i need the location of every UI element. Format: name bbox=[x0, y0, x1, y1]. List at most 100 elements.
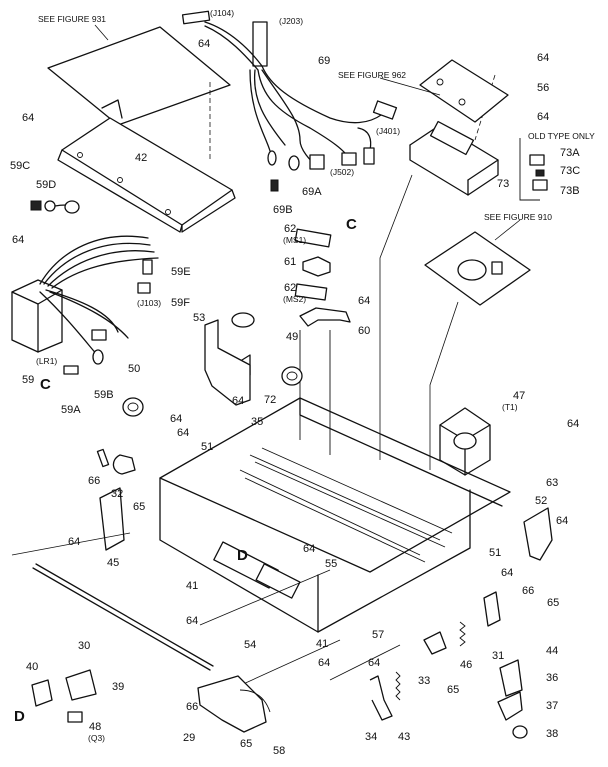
part-label-64: 64 bbox=[537, 111, 549, 123]
part-label-65: 65 bbox=[133, 501, 145, 513]
callout-c-left: C bbox=[40, 376, 51, 393]
part-label-61: 61 bbox=[284, 256, 296, 268]
part-label-64: 64 bbox=[12, 234, 24, 246]
part-label-64: 64 bbox=[177, 427, 189, 439]
part-label-58: 58 bbox=[273, 745, 285, 757]
part-label-73: 73 bbox=[497, 178, 509, 190]
part-label-66: 66 bbox=[186, 701, 198, 713]
ref-see-figure-910: SEE FIGURE 910 bbox=[484, 212, 552, 222]
part-label-63: 63 bbox=[546, 477, 558, 489]
part-label-73b: 73B bbox=[560, 185, 580, 197]
part-label-64: 64 bbox=[318, 657, 330, 669]
part-label-44: 44 bbox=[546, 645, 558, 657]
label-j502: (J502) bbox=[330, 167, 354, 177]
part-label-59a: 59A bbox=[61, 404, 81, 416]
label-ms2: (MS2) bbox=[283, 294, 306, 304]
part-label-64: 64 bbox=[22, 112, 34, 124]
label-j401: (J401) bbox=[376, 126, 400, 136]
part-label-72: 72 bbox=[264, 394, 276, 406]
board-910 bbox=[424, 219, 531, 306]
part-label-59b: 59B bbox=[94, 389, 114, 401]
part-label-65: 65 bbox=[447, 684, 459, 696]
part-label-60: 60 bbox=[358, 325, 370, 337]
part-label-31: 31 bbox=[492, 650, 504, 662]
part-label-59: 59 bbox=[22, 374, 34, 386]
part-label-73a: 73A bbox=[560, 147, 580, 159]
switch-59c-59d bbox=[30, 200, 80, 214]
part-label-64: 64 bbox=[501, 567, 513, 579]
part-label-64: 64 bbox=[567, 418, 579, 430]
bracket-52 bbox=[523, 507, 553, 561]
part-label-33: 33 bbox=[418, 675, 430, 687]
part-label-64: 64 bbox=[186, 615, 198, 627]
part-label-65: 65 bbox=[240, 738, 252, 750]
part-label-48: 48 bbox=[89, 721, 101, 733]
mounting-plate-42 bbox=[57, 99, 236, 233]
part-label-65: 65 bbox=[547, 597, 559, 609]
label-j203: (J203) bbox=[279, 16, 303, 26]
bracket-29 bbox=[197, 675, 271, 733]
part-label-64: 64 bbox=[368, 657, 380, 669]
part-label-51: 51 bbox=[489, 547, 501, 559]
part-label-35: 35 bbox=[251, 416, 263, 428]
bushing-50 bbox=[122, 397, 144, 417]
part-label-32: 32 bbox=[111, 488, 123, 500]
lever-34 bbox=[369, 671, 401, 721]
part-label-57: 57 bbox=[372, 629, 384, 641]
label-ms1: (MS1) bbox=[283, 235, 306, 245]
microswitch-62-61 bbox=[294, 228, 332, 301]
part-label-34: 34 bbox=[365, 731, 377, 743]
mechanism-right bbox=[423, 591, 528, 739]
part-label-73c: 73C bbox=[560, 165, 580, 177]
ref-see-figure-962: SEE FIGURE 962 bbox=[338, 70, 406, 80]
label-j104: (J104) bbox=[210, 8, 234, 18]
part-label-59c: 59C bbox=[10, 160, 30, 172]
part-label-59f: 59F bbox=[171, 297, 190, 309]
label-lr1: (LR1) bbox=[36, 356, 57, 366]
parts-40-39-48 bbox=[31, 669, 97, 723]
part-label-59e: 59E bbox=[171, 266, 191, 278]
wiring-harness-69 bbox=[181, 10, 398, 192]
shaft-30 bbox=[11, 532, 341, 691]
part-label-64: 64 bbox=[537, 52, 549, 64]
bracket-60 bbox=[299, 307, 351, 327]
callout-d-bottom: D bbox=[14, 708, 25, 725]
part-label-41: 41 bbox=[316, 638, 328, 650]
part-label-64: 64 bbox=[556, 515, 568, 527]
part-label-69: 69 bbox=[318, 55, 330, 67]
bracket-53 bbox=[204, 319, 251, 406]
ref-see-figure-931: SEE FIGURE 931 bbox=[38, 14, 106, 24]
clip-32 bbox=[96, 448, 136, 475]
part-label-55: 55 bbox=[325, 558, 337, 570]
ref-old-type-only: OLD TYPE ONLY bbox=[528, 131, 595, 141]
part-label-69a: 69A bbox=[302, 186, 322, 198]
part-label-50: 50 bbox=[128, 363, 140, 375]
circuit-board-931 bbox=[47, 24, 231, 126]
circuit-board-962 bbox=[379, 59, 509, 196]
label-j103: (J103) bbox=[137, 298, 161, 308]
part-label-41: 41 bbox=[186, 580, 198, 592]
part-label-37: 37 bbox=[546, 700, 558, 712]
transformer-t1 bbox=[439, 407, 491, 476]
part-label-59d: 59D bbox=[36, 179, 56, 191]
connector-59e-59f bbox=[137, 259, 153, 294]
part-label-69b: 69B bbox=[273, 204, 293, 216]
part-label-62: 62 bbox=[284, 223, 296, 235]
part-label-30: 30 bbox=[78, 640, 90, 652]
old-type-parts-73 bbox=[519, 138, 548, 201]
part-label-42: 42 bbox=[135, 152, 147, 164]
part-label-52: 52 bbox=[535, 495, 547, 507]
part-label-53: 53 bbox=[193, 312, 205, 324]
part-label-39: 39 bbox=[112, 681, 124, 693]
part-label-40: 40 bbox=[26, 661, 38, 673]
part-label-49: 49 bbox=[286, 331, 298, 343]
part-label-54: 54 bbox=[244, 639, 256, 651]
part-label-64: 64 bbox=[198, 38, 210, 50]
bracket-45 bbox=[99, 487, 125, 551]
bushing-49 bbox=[231, 312, 303, 386]
part-label-66: 66 bbox=[88, 475, 100, 487]
main-chassis bbox=[159, 330, 511, 633]
part-label-29: 29 bbox=[183, 732, 195, 744]
label-q3: (Q3) bbox=[88, 733, 105, 743]
